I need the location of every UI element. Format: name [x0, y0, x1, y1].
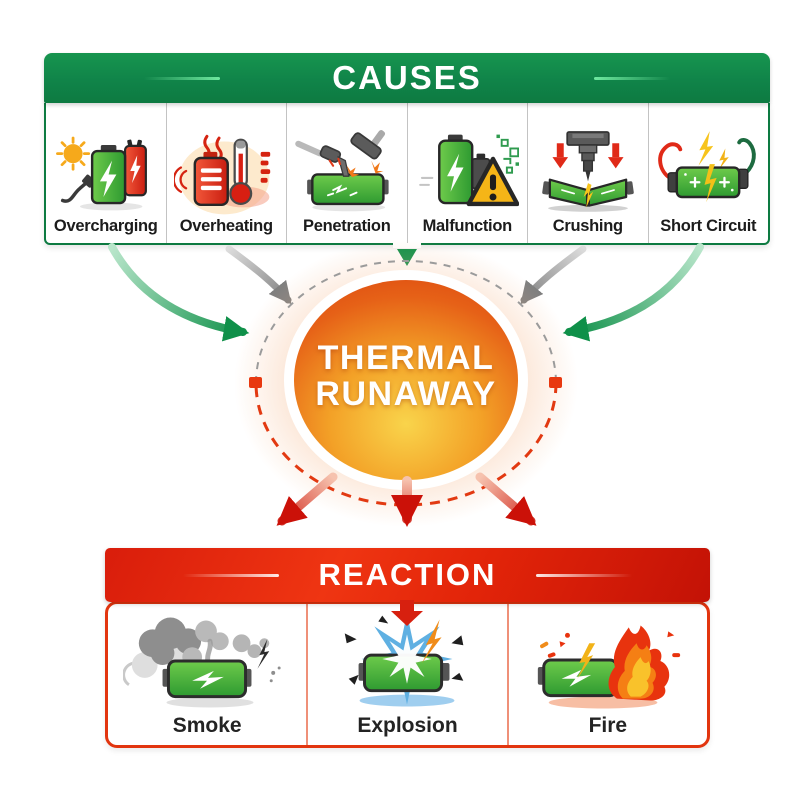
reaction-label: Fire	[588, 714, 628, 737]
overheating-icon	[174, 134, 271, 215]
cause-item-penetration: Penetration	[286, 103, 407, 243]
reaction-accent-line-left	[183, 574, 279, 577]
cause-label: Crushing	[552, 217, 623, 235]
cause-item-overcharging: Overcharging	[46, 103, 166, 243]
causes-section: CAUSES	[44, 53, 770, 266]
fire-icon	[537, 625, 680, 709]
reaction-item-smoke: Smoke	[108, 604, 306, 745]
causes-header: CAUSES	[44, 53, 770, 103]
crushing-icon	[541, 131, 634, 212]
reaction-header: REACTION	[105, 548, 710, 602]
reaction-row: Smoke Explosion	[105, 601, 710, 748]
malfunction-icon	[419, 134, 520, 207]
smoke-icon	[123, 617, 281, 708]
reaction-label: Explosion	[357, 714, 458, 737]
thermal-runaway-line2: RUNAWAY	[315, 375, 497, 414]
overcharging-icon	[55, 136, 147, 211]
reaction-label: Smoke	[172, 714, 242, 737]
header-accent-line-left	[144, 77, 220, 80]
cause-label: Malfunction	[422, 217, 513, 235]
ring-marker-right	[549, 377, 562, 388]
cause-item-overheating: Overheating	[165, 103, 287, 243]
reaction-item-explosion: Explosion	[306, 604, 506, 745]
thermal-runaway-label: THERMAL RUNAWAY	[286, 340, 526, 412]
cause-label: Overcharging	[53, 217, 158, 235]
explosion-icon	[345, 613, 464, 707]
thermal-runaway-line1: THERMAL	[317, 339, 495, 377]
cause-item-malfunction: Malfunction	[406, 103, 528, 243]
header-accent-line-right	[594, 77, 670, 80]
cause-item-short-circuit: Short Circuit	[647, 103, 769, 243]
penetration-icon	[294, 130, 389, 212]
cause-label: Overheating	[179, 217, 273, 235]
cause-label: Penetration	[303, 217, 391, 235]
reaction-accent-line-right	[536, 574, 632, 577]
short-circuit-icon	[658, 131, 757, 203]
cause-item-crushing: Crushing	[527, 103, 648, 243]
causes-title: CAUSES	[332, 59, 482, 96]
center-cause-arrow	[397, 249, 417, 266]
causes-row: Overcharging	[44, 103, 770, 245]
reaction-title: REACTION	[318, 557, 497, 592]
reaction-item-fire: Fire	[506, 604, 707, 745]
ring-marker-left	[249, 377, 262, 388]
cause-label: Short Circuit	[660, 217, 757, 235]
reaction-bar-arrow	[391, 600, 423, 626]
causes-border-notch	[393, 243, 421, 248]
